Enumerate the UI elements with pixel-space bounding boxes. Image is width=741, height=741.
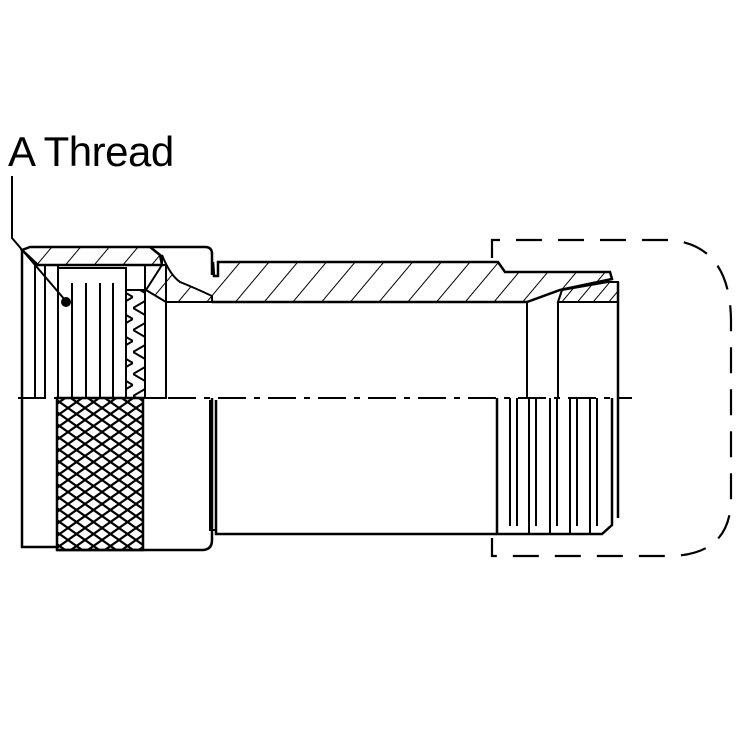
body-tube: [165, 260, 620, 536]
a-thread-label: A Thread: [8, 128, 174, 175]
rear-thread: [495, 398, 614, 536]
coupling-nut: [19, 245, 216, 552]
envelope-outline: [490, 238, 733, 558]
leader-line: [11, 176, 71, 307]
